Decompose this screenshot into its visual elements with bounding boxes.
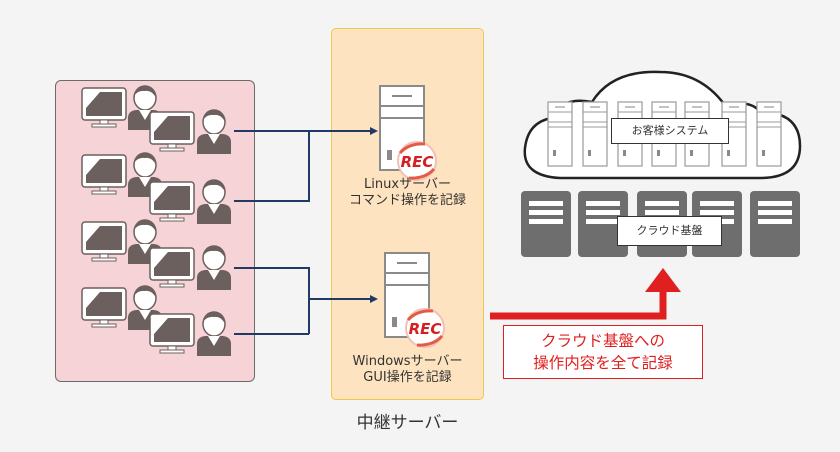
- client-group-4: [81, 285, 232, 357]
- cloud-base-label: クラウド基盤: [617, 216, 722, 246]
- user-icon: [196, 245, 232, 291]
- rec-badge-icon: [396, 140, 438, 182]
- rack-server-icon: [521, 191, 571, 257]
- linux-server-desc: コマンド操作を記録: [348, 193, 466, 208]
- windows-server-desc: GUI操作を記録: [363, 370, 452, 385]
- monitor-icon: [149, 111, 195, 152]
- monitor-icon: [149, 313, 195, 354]
- server-icon: [582, 101, 608, 167]
- relay-server-title: 中継サーバー: [356, 413, 459, 433]
- rec-badge-icon: [404, 307, 446, 349]
- monitor-icon: [81, 87, 127, 128]
- user-icon: [196, 179, 232, 225]
- windows-server-title: Windowsサーバー: [352, 354, 463, 369]
- user-icon: [196, 311, 232, 357]
- client-group-1: [81, 85, 232, 155]
- rack-server-icon: [750, 191, 800, 257]
- windows-server-label: Windowsサーバー GUI操作を記録: [331, 354, 484, 386]
- monitor-icon: [149, 181, 195, 222]
- callout-line-1: クラウド基盤への: [540, 332, 665, 350]
- monitor-icon: [81, 154, 127, 195]
- client-group-2: [81, 152, 232, 225]
- callout-line-2: 操作内容を全て記録: [533, 354, 673, 372]
- server-icon: [756, 101, 782, 167]
- client-group-3: [81, 219, 232, 291]
- customer-system-label: お客様システム: [611, 118, 729, 144]
- record-callout: クラウド基盤への 操作内容を全て記録: [503, 325, 703, 379]
- monitor-icon: [81, 221, 127, 262]
- linux-server-label: Linuxサーバー コマンド操作を記録: [331, 177, 484, 209]
- server-icon: [547, 101, 573, 167]
- connector-to-linux: [234, 127, 378, 202]
- record-arrow: [490, 268, 681, 320]
- user-icon: [196, 109, 232, 155]
- monitor-icon: [149, 247, 195, 288]
- monitor-icon: [81, 287, 127, 328]
- linux-server-title: Linuxサーバー: [364, 177, 451, 192]
- connector-to-windows: [234, 267, 378, 335]
